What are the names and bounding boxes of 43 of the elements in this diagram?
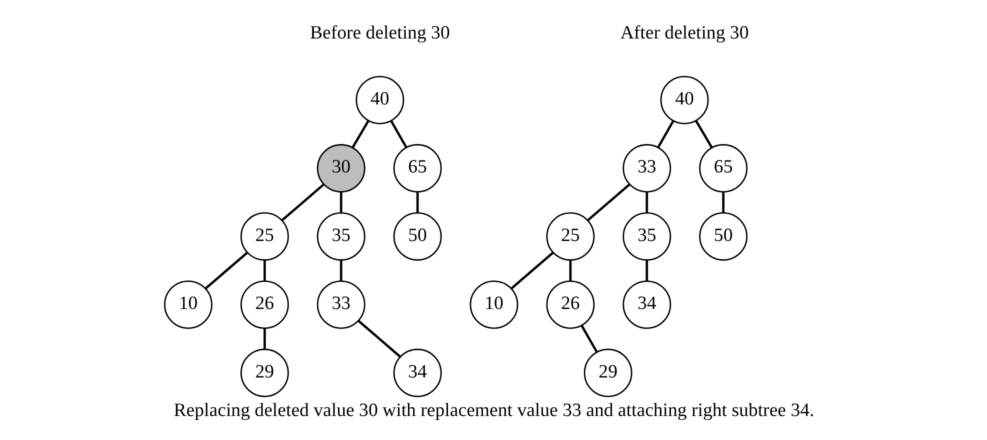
node-circle: 65	[392, 144, 442, 192]
connector	[204, 252, 248, 290]
node-circle: 33	[316, 280, 365, 329]
connector	[580, 325, 598, 353]
node-circle: 30	[316, 144, 365, 192]
connector	[586, 183, 630, 222]
label: Before deleting 30	[309, 22, 450, 44]
node-circle: 10	[469, 280, 518, 329]
node-circle: 35	[316, 212, 365, 261]
connector	[390, 120, 407, 148]
node-circle: 26	[546, 280, 594, 329]
node-circle: 50	[392, 212, 442, 261]
connector	[568, 260, 572, 282]
node-circle: 29	[583, 348, 632, 398]
node-circle: 40	[355, 76, 404, 124]
node-circle: 26	[240, 280, 288, 329]
connector	[339, 192, 342, 213]
node-circle: 33	[622, 144, 671, 192]
node-circle: 35	[622, 212, 671, 261]
node-circle: 10	[164, 280, 212, 329]
label: After deleting 30	[620, 22, 748, 44]
connector	[694, 120, 712, 148]
node-circle: 65	[698, 144, 748, 192]
connector	[416, 192, 418, 213]
connector	[357, 320, 401, 358]
connector	[510, 252, 554, 290]
connector	[722, 192, 724, 213]
connector	[656, 120, 674, 148]
connector	[280, 183, 324, 222]
connector	[351, 120, 369, 148]
node-circle: 34	[392, 348, 442, 398]
node-circle: 34	[622, 280, 671, 329]
node-circle: 25	[546, 212, 594, 261]
connector	[645, 192, 648, 213]
connector	[263, 328, 266, 350]
caption: Replacing deleted value 30 with replacement value 33 and attaching right subtree 34.	[173, 400, 814, 422]
node-circle: 40	[660, 76, 708, 124]
connector	[339, 260, 342, 282]
node-circle: 25	[240, 212, 288, 261]
node-circle: 29	[240, 348, 288, 398]
connector	[263, 260, 266, 282]
connector	[645, 260, 648, 282]
node-circle: 50	[698, 212, 748, 261]
